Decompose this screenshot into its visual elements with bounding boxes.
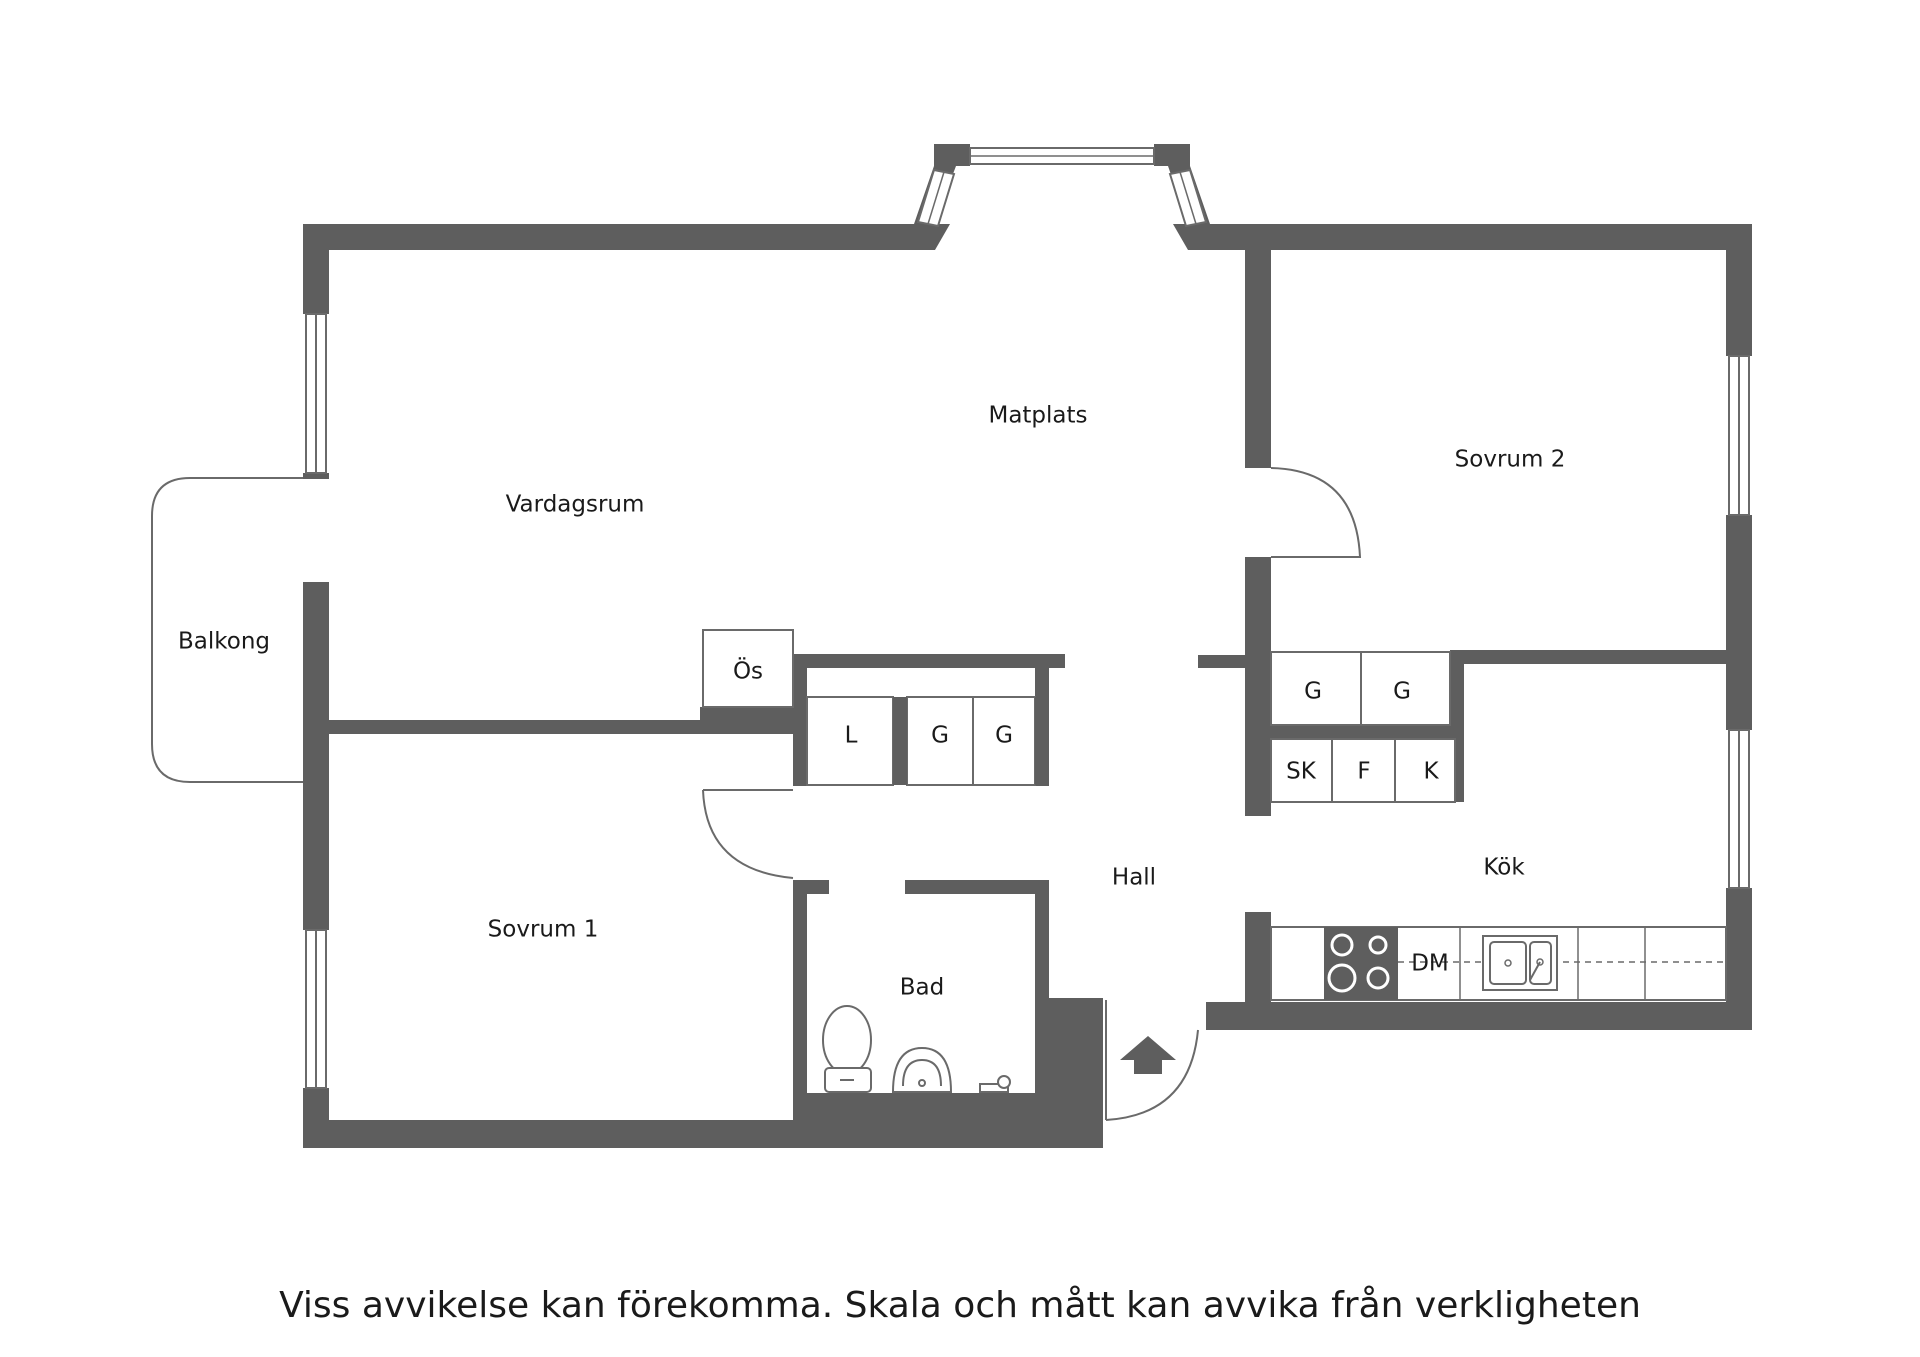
entry-arrow-icon (1120, 1036, 1176, 1074)
windows (305, 313, 1750, 1089)
fixture-label-dishwasher: DM (1411, 951, 1449, 977)
room-label-kok: Kök (1483, 855, 1525, 881)
stove-burner-icon (1327, 963, 1357, 993)
room-label-sovrum-2: Sovrum 2 (1455, 447, 1566, 473)
room-label-balkong: Balkong (178, 629, 270, 655)
door-swings (702, 467, 1362, 1121)
interior-walls (329, 250, 1726, 1148)
fixture-boxes (702, 629, 1727, 1001)
exterior-walls (303, 224, 1752, 1148)
fixture-label-sk: SK (1286, 759, 1317, 785)
fixture-label-wardrobe: G (995, 723, 1013, 749)
fixture-label-os: Ös (733, 657, 763, 685)
fixture-label-wardrobe: G (1304, 679, 1322, 705)
sink-icon (1482, 935, 1558, 991)
room-label-vardagsrum: Vardagsrum (506, 492, 645, 518)
stove-burner-icon (1366, 966, 1390, 990)
disclaimer-text: Viss avvikelse kan förekomma. Skala och … (279, 1285, 1641, 1326)
washbasin-icon (891, 1046, 953, 1093)
toilet-icon (822, 1005, 872, 1093)
room-label-sovrum-1: Sovrum 1 (488, 917, 599, 943)
bay-window (914, 144, 1210, 250)
water-valve-icon (979, 1075, 1011, 1093)
fixture-label-linen-closet: L (845, 723, 858, 749)
balcony-outline (151, 477, 303, 783)
fixture-label-fridge: F (1357, 759, 1370, 785)
stove-burner-icon (1368, 935, 1388, 955)
kitchen-counter (1324, 927, 1726, 1000)
room-label-matplats: Matplats (988, 403, 1087, 429)
room-label-hall: Hall (1112, 865, 1156, 891)
room-label-bad: Bad (900, 975, 944, 1001)
fixture-label-wardrobe: G (1393, 679, 1411, 705)
bathroom-fixtures (822, 1005, 1011, 1093)
fixture-label-freezer: K (1423, 759, 1439, 785)
fixture-label-wardrobe: G (931, 723, 949, 749)
closet-walls (893, 697, 1049, 785)
stove-burner-icon (1330, 933, 1354, 957)
